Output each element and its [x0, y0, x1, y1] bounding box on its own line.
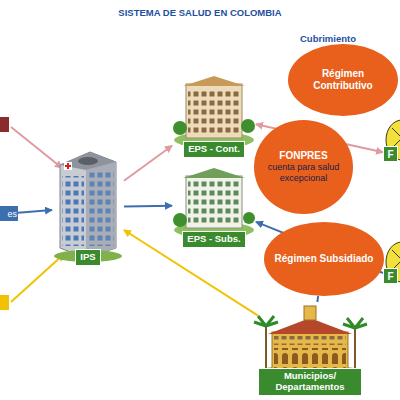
node-text: Régimen Contributivo [298, 68, 388, 92]
fund-ellipse: FONPREScuenta para salud excepcional [254, 120, 353, 214]
node-text: Régimen Subsidiado [275, 253, 374, 265]
hospital-building [54, 152, 122, 262]
node-text: EPS - Cont. [183, 141, 245, 158]
source-box [0, 295, 9, 310]
regime-ellipse: Régimen Contributivo [288, 44, 398, 116]
flow-arrow [316, 296, 319, 302]
node-text: Municipios/ Departamentos [258, 368, 362, 396]
node-body: cuenta para salud excepcional [264, 162, 343, 184]
fund-tag: F [383, 146, 398, 162]
flow-arrow [124, 205, 172, 208]
flow-arrow [18, 210, 52, 213]
source-box [0, 117, 9, 132]
eps-building [173, 76, 255, 148]
input-box: es [0, 206, 18, 221]
fund-tag: F [383, 268, 398, 284]
regime-ellipse: Régimen Subsidiado [264, 222, 384, 296]
node-text: FONPRES [279, 150, 327, 162]
node-text: IPS [75, 249, 100, 266]
flow-arrow [11, 127, 62, 168]
coverage-label: Cubrimiento [300, 33, 356, 44]
municipal-building: Municipios/ Departamentos [258, 302, 362, 396]
flow-arrow [124, 230, 258, 316]
ips-building: IPS [52, 148, 124, 266]
node-text: F [387, 149, 393, 160]
diagram-title: SISTEMA DE SALUD EN COLOMBIA [0, 7, 400, 18]
eps-building: EPS - Cont. [172, 72, 256, 158]
node-text: EPS - Subs. [182, 231, 245, 248]
node-text: F [387, 271, 393, 282]
flow-arrow [124, 146, 172, 181]
eps-building [173, 168, 255, 238]
flow-arrow [11, 254, 64, 302]
node-text: es [7, 209, 17, 219]
eps-building: EPS - Subs. [172, 162, 256, 248]
